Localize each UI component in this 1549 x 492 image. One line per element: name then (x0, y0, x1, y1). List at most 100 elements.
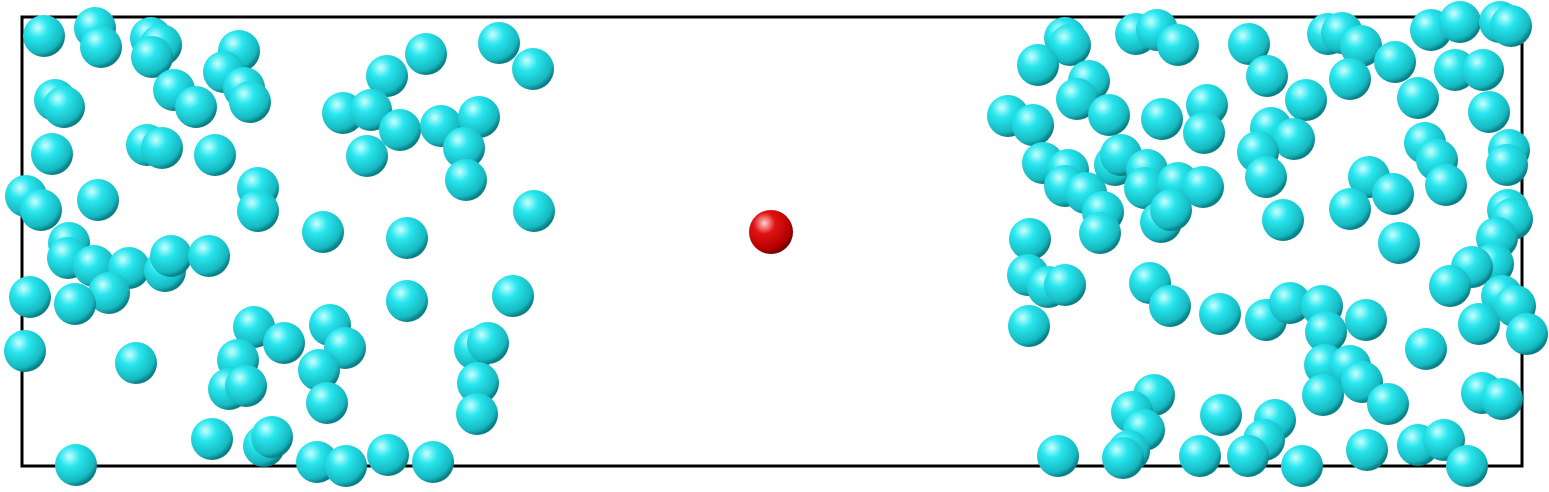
cyan-particle (1367, 383, 1409, 425)
cyan-particle (1246, 55, 1288, 97)
cyan-particle (1044, 264, 1086, 306)
cyan-particle (1182, 166, 1224, 208)
cyan-particle (1012, 104, 1054, 146)
cyan-particle (512, 48, 554, 90)
cyan-particle (456, 393, 498, 435)
cyan-particle (80, 26, 122, 68)
cyan-particle (1149, 285, 1191, 327)
cyan-particle (1009, 218, 1051, 260)
cyan-particle (77, 179, 119, 221)
cyan-particle (131, 36, 173, 78)
cyan-particle (1008, 305, 1050, 347)
cyan-particle (1183, 112, 1225, 154)
cyan-particle (55, 444, 97, 486)
cyan-particle (225, 365, 267, 407)
cyan-particle (492, 275, 534, 317)
cyan-particle (1458, 303, 1500, 345)
cyan-particle (1150, 189, 1192, 231)
cyan-particle (325, 445, 367, 487)
cyan-particle (31, 133, 73, 175)
cyan-particle (443, 127, 485, 169)
cyan-particle (1397, 77, 1439, 119)
cyan-particle (1481, 378, 1523, 420)
cyan-particle (1439, 1, 1481, 43)
cyan-particle (4, 330, 46, 372)
cyan-particle (513, 190, 555, 232)
cyan-particle (1056, 78, 1098, 120)
cyan-particle (23, 15, 65, 57)
cyan-particle (367, 434, 409, 476)
cyan-particle (229, 81, 271, 123)
cyan-particle (141, 127, 183, 169)
cyan-particle (1017, 44, 1059, 86)
cyan-particle (43, 86, 85, 128)
cyan-particle (191, 418, 233, 460)
cyan-particle (1302, 374, 1344, 416)
cyan-particle (306, 382, 348, 424)
cyan-particle (88, 272, 130, 314)
cyan-particle (1374, 41, 1416, 83)
cyan-particle (1199, 293, 1241, 335)
cyan-particle (1200, 394, 1242, 436)
cyan-particle (1329, 188, 1371, 230)
cyan-particle (1446, 445, 1488, 487)
cyan-particle (1429, 265, 1471, 307)
cyan-particle (150, 235, 192, 277)
cyan-particle (1346, 429, 1388, 471)
cyan-particle (1305, 311, 1347, 353)
cyan-particle (1486, 144, 1528, 186)
cyan-particle (188, 235, 230, 277)
cyan-particle (457, 362, 499, 404)
cyan-particle (1425, 164, 1467, 206)
cyan-particle (1378, 222, 1420, 264)
cyan-particle (346, 135, 388, 177)
cyan-particle (1227, 435, 1269, 477)
cyan-particle (298, 349, 340, 391)
cyan-particle (1245, 156, 1287, 198)
cyan-particle (9, 276, 51, 318)
cyan-particle (175, 86, 217, 128)
cyan-particle (379, 109, 421, 151)
cyan-particle (405, 33, 447, 75)
cyan-particle (366, 55, 408, 97)
cyan-particle (302, 211, 344, 253)
cyan-particle (194, 134, 236, 176)
cyan-particle (467, 322, 509, 364)
cyan-particle (1273, 118, 1315, 160)
cyan-particle (1372, 173, 1414, 215)
cyan-particle (251, 416, 293, 458)
cyan-particle (1285, 79, 1327, 121)
cyan-particle (1179, 435, 1221, 477)
cyan-particle (1405, 328, 1447, 370)
cyan-particle (1079, 212, 1121, 254)
red-particle (749, 210, 793, 254)
cyan-particle (1049, 24, 1091, 66)
cyan-particle (54, 283, 96, 325)
cyan-particle (1037, 435, 1079, 477)
cyan-particle (1262, 199, 1304, 241)
cyan-particle (1340, 25, 1382, 67)
cyan-particle (237, 190, 279, 232)
cyan-particle (263, 322, 305, 364)
cyan-particle (386, 280, 428, 322)
cyan-particle (1329, 58, 1371, 100)
cyan-particle (478, 22, 520, 64)
cyan-particle (386, 217, 428, 259)
cyan-particle (20, 189, 62, 231)
cyan-particle (1269, 282, 1311, 324)
cyan-particle (1281, 445, 1323, 487)
simulation-box (20, 15, 1524, 468)
cyan-particle (1490, 5, 1532, 47)
cyan-particle (1506, 313, 1548, 355)
cyan-particle (1468, 91, 1510, 133)
cyan-particle (1462, 49, 1504, 91)
cyan-particle (1141, 98, 1183, 140)
particle-group (4, 1, 1548, 487)
cyan-particle (1157, 24, 1199, 66)
cyan-particle (1228, 23, 1270, 65)
cyan-particle (1345, 299, 1387, 341)
cyan-particle (412, 441, 454, 483)
cyan-particle (1088, 94, 1130, 136)
cyan-particle (445, 159, 487, 201)
